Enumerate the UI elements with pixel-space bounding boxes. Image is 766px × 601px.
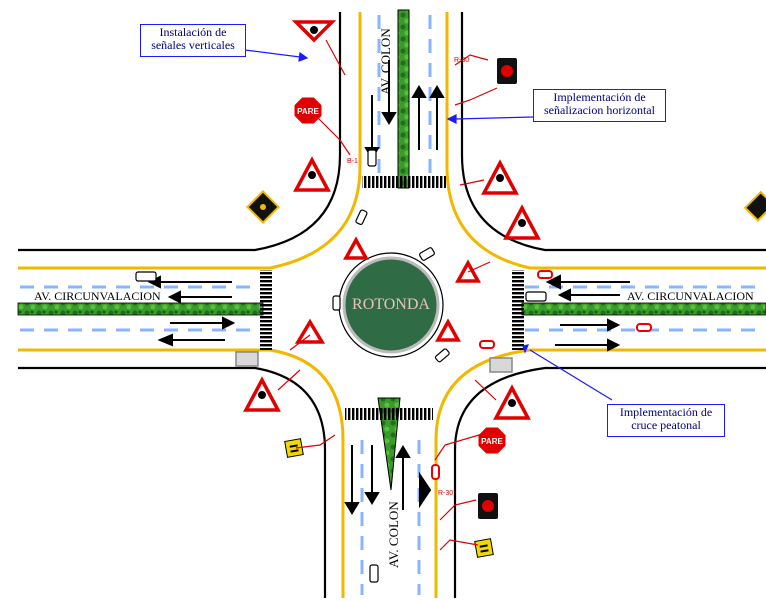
callout-crosswalk: Implementación de cruce peatonal <box>607 404 725 437</box>
callout-vertical-signs: Instalación de señales verticales <box>140 24 246 57</box>
callout-leaders <box>244 49 613 401</box>
small-direction-signs[interactable] <box>284 438 494 558</box>
callout-horizontal-marking-line2: señalizacion horizontal <box>544 103 655 117</box>
street-west: AV. CIRCUNVALACION <box>34 289 161 303</box>
callout-vertical-signs-line2: señales verticales <box>151 38 235 52</box>
sign-code-b1: B-1 <box>347 158 358 165</box>
callout-horizontal-marking-line1: Implementación de <box>553 90 646 104</box>
street-north: AV. COLON <box>378 28 393 95</box>
sign-code-r30-south: R-30 <box>438 490 453 497</box>
south-median <box>377 397 401 491</box>
lane-arrows <box>147 60 630 515</box>
traffic-light-signs[interactable] <box>478 58 517 519</box>
stop-sign-north-text: PARE <box>297 107 319 116</box>
roundabout-island[interactable] <box>342 256 440 354</box>
callout-crosswalk-line1: Implementación de <box>619 405 713 419</box>
callout-vertical-signs-line1: Instalación de <box>159 25 227 39</box>
diamond-signs[interactable] <box>246 190 766 224</box>
sign-code-r30-north: R-30 <box>454 57 469 64</box>
diamond-glyphs <box>260 204 266 210</box>
callout-crosswalk-line2: cruce peatonal <box>631 418 701 432</box>
callout-horizontal-marking: Implementación de señalizacion horizonta… <box>533 89 666 122</box>
roundabout-label: ROTONDA <box>352 296 430 313</box>
sign-leader-lines <box>277 39 498 551</box>
west-median <box>17 302 264 316</box>
street-south: AV. COLON <box>386 501 401 568</box>
vehicles <box>135 149 547 583</box>
crosswalk-south[interactable] <box>345 408 433 420</box>
pedestrian-glyphs <box>258 26 526 407</box>
crosswalk-north[interactable] <box>362 176 446 188</box>
red-vehicles <box>431 270 652 480</box>
east-median <box>521 302 766 316</box>
signal-boxes <box>235 351 513 373</box>
lane-lines <box>20 15 764 595</box>
small-direction-glyphs <box>289 444 489 553</box>
stop-sign-south-text: PARE <box>481 437 503 446</box>
street-east: AV. CIRCUNVALACION <box>627 289 754 303</box>
curb-lines <box>18 12 766 598</box>
north-median <box>397 9 410 189</box>
road-edges <box>18 12 766 598</box>
crosswalk-east[interactable] <box>512 270 524 350</box>
crosswalk-west[interactable] <box>260 270 272 350</box>
